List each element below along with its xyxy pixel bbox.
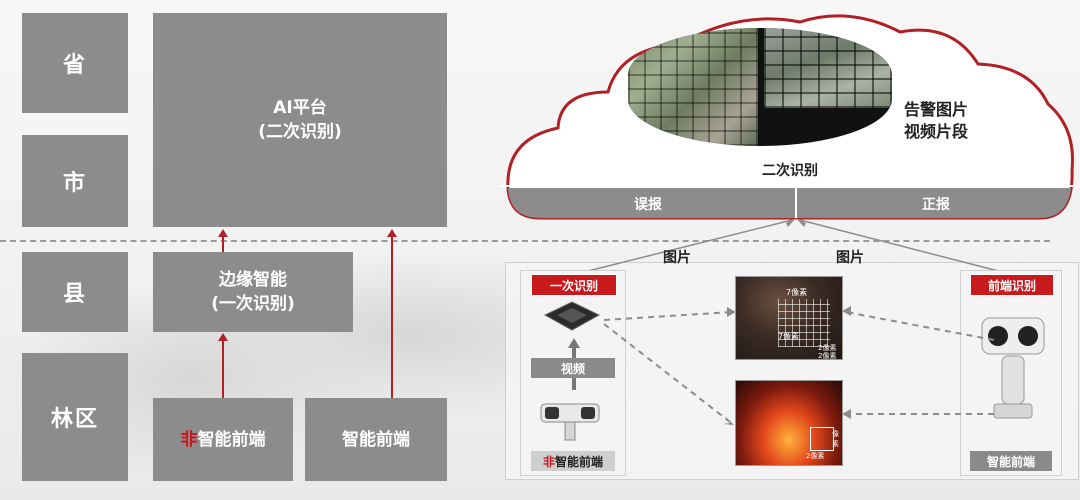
non-prefix: 非 xyxy=(180,429,198,450)
ai-platform-subtitle: (二次识别) xyxy=(258,122,342,142)
level-county-label: 县 xyxy=(62,282,87,307)
arrow-up-icon xyxy=(218,333,228,341)
edge-title: 边缘智能 xyxy=(219,270,287,290)
pixel-label: 像素 xyxy=(832,430,839,448)
arrow-shaft xyxy=(391,236,393,398)
smart-front-tag: 智能前端 xyxy=(970,451,1052,471)
edge-subtitle: (一次识别) xyxy=(211,294,295,314)
arrow-up-icon xyxy=(218,229,228,237)
video-tag: 视频 xyxy=(531,358,615,378)
non-smart-label: 智能前端 xyxy=(197,429,266,450)
true-alarm-label: 正报 xyxy=(922,197,950,213)
level-forest-label: 林区 xyxy=(50,407,99,432)
first-recognition-tag: 一次识别 xyxy=(531,274,617,296)
alarm-media-label: 告警图片 视频片段 xyxy=(904,99,968,143)
non-prefix: 非 xyxy=(542,454,555,469)
non-smart-front-tag: 非智能前端 xyxy=(531,451,615,471)
level-city-label: 市 xyxy=(62,171,87,196)
pixel-label: 7像素 xyxy=(786,288,808,297)
level-province-label: 省 xyxy=(62,53,87,78)
pixel-grid xyxy=(810,427,834,451)
camera-icon xyxy=(540,403,600,441)
pixel-label: 2像素 xyxy=(806,452,825,460)
level-province: 省 xyxy=(22,13,128,113)
level-city: 市 xyxy=(22,135,128,227)
arrow-shaft xyxy=(222,340,224,398)
level-county: 县 xyxy=(22,252,128,332)
smart-front-label: 智能前端 xyxy=(342,429,410,450)
front-recognition-tag: 前端识别 xyxy=(970,274,1054,296)
arrow-shaft xyxy=(222,236,224,252)
image-label-right: 图片 xyxy=(836,250,864,266)
chip-icon xyxy=(543,301,601,331)
smoke-image: 7像素 7像素 2像素 2像素 xyxy=(735,276,843,360)
pixel-label: 2像素 xyxy=(818,344,837,352)
dashed-arrows xyxy=(603,306,995,425)
secondary-recognition-label: 二次识别 xyxy=(762,163,818,179)
alarm-line2: 视频片段 xyxy=(904,122,969,141)
alarm-image-mosaic xyxy=(628,28,892,146)
level-divider xyxy=(0,240,1050,242)
edge-intelligence-box: 边缘智能 (一次识别) xyxy=(153,252,353,332)
arrow-up-icon xyxy=(568,338,580,348)
level-forest: 林区 xyxy=(22,353,128,481)
upload-arrows xyxy=(575,218,1011,275)
smart-front-box: 智能前端 xyxy=(305,398,447,481)
image-label-left: 图片 xyxy=(663,250,691,266)
pixel-label: 7像素 xyxy=(778,332,800,341)
pixel-grid xyxy=(778,299,830,347)
non-smart-tag-label: 智能前端 xyxy=(555,454,604,469)
ai-platform-box: AI平台 (二次识别) xyxy=(153,13,447,227)
alarm-line1: 告警图片 xyxy=(904,100,969,119)
false-alarm-label: 误报 xyxy=(634,197,662,213)
ai-platform-title: AI平台 xyxy=(273,98,327,118)
non-smart-front-box: 非智能前端 xyxy=(153,398,293,481)
fire-image: 像素 2像素 xyxy=(735,380,843,466)
pixel-label: 2像素 xyxy=(818,352,837,360)
ptz-camera-icon xyxy=(981,317,1045,419)
arrow-up-icon xyxy=(387,229,397,237)
